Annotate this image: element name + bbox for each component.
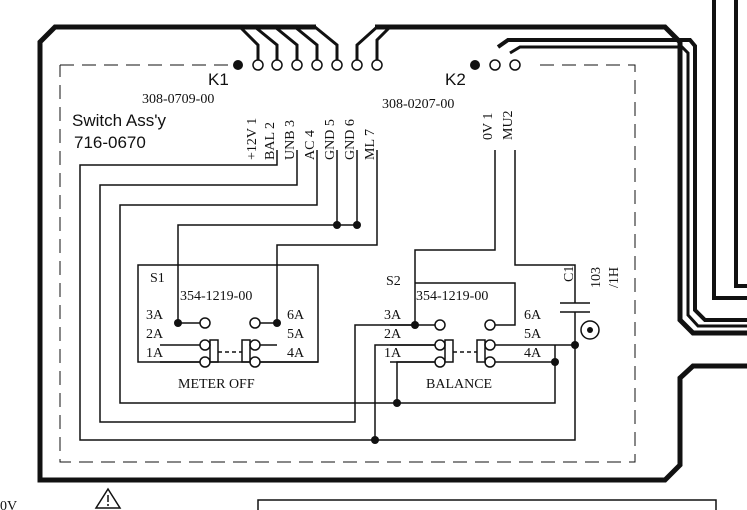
svg-text:GND 5: GND 5 [323,119,338,160]
k1-part-number: 308-0709-00 [142,92,214,107]
k2-ref: K2 [445,70,466,89]
k2-pins [489,59,521,71]
board-outline [37,24,747,483]
s2-name: BALANCE [426,377,492,392]
k2-part-number: 308-0207-00 [382,97,454,112]
warning-triangle-icon [94,487,122,509]
k2-pin-labels: 0V 1 MU2 [481,110,516,140]
internal-wiring [79,150,590,441]
s1-contacts [199,317,261,368]
svg-text:UNB 3: UNB 3 [283,120,298,160]
capacitor-terminal-center [587,327,593,333]
s1-name: METER OFF [178,377,255,392]
s1-terminal-2a: 2A [146,327,164,342]
svg-text:GND 6: GND 6 [343,119,358,160]
s1-terminal-3a: 3A [146,308,164,323]
s1-ref: S1 [150,271,165,286]
s1-terminal-5a: 5A [287,327,305,342]
s2-terminal-1a: 1A [384,346,402,361]
k1-ref: K1 [208,70,229,89]
k1-pin-labels: +12V 1 BAL 2 UNB 3 AC 4 GND 5 GND 6 ML 7 [245,118,378,160]
k1-entry-wires [238,25,392,60]
partial-label: 0V [0,499,17,510]
capacitor-value: 103 [589,267,604,288]
s2-terminal-2a: 2A [384,327,402,342]
k1-key-dot [233,60,243,70]
s2-terminal-3a: 3A [384,308,402,323]
footer-box [257,499,717,510]
assembly-name: Switch Ass'y [72,111,166,130]
s2-terminal-6a: 6A [524,308,542,323]
k2-key-dot [470,60,480,70]
s2-terminal-5a: 5A [524,327,542,342]
junction-dots [174,221,579,444]
s1-terminal-4a: 4A [287,346,305,361]
s2-terminal-4a: 4A [524,346,542,361]
svg-text:BAL 2: BAL 2 [263,122,278,160]
s1-terminal-1a: 1A [146,346,164,361]
capacitor-rating: /1H [607,267,622,288]
assembly-number: 716-0670 [74,133,146,152]
svg-text:0V 1: 0V 1 [481,113,496,140]
bus-line [509,45,747,328]
bus-line [734,0,747,288]
s2-part-number: 354-1219-00 [416,289,488,304]
svg-text:AC 4: AC 4 [303,130,318,160]
bus-line [712,0,747,300]
s2-contacts [434,319,496,368]
svg-text:MU2: MU2 [501,110,516,140]
capacitor-ref: C1 [562,266,577,282]
svg-text:ML 7: ML 7 [363,129,378,160]
bus-line [496,38,747,322]
k1-pins [252,59,383,71]
s2-ref: S2 [386,274,401,289]
s1-part-number: 354-1219-00 [180,289,252,304]
svg-text:+12V 1: +12V 1 [245,118,260,160]
switch-actuators [209,339,486,363]
s1-terminal-6a: 6A [287,308,305,323]
dashed-outline [59,64,636,463]
board-outline-top-right [375,24,747,336]
